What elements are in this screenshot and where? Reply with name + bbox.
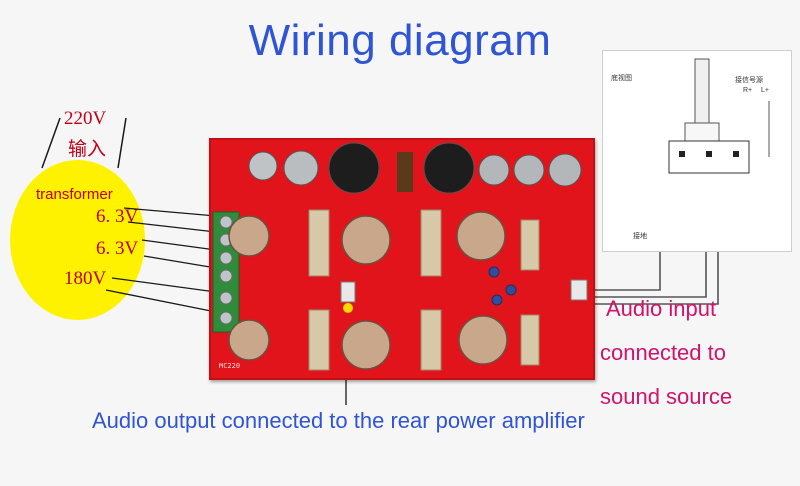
choke-inductor xyxy=(397,152,413,192)
pot-view-label: 底视图 xyxy=(611,75,632,82)
pot-ground-label: 接地 xyxy=(633,233,647,240)
diagram-title: Wiring diagram xyxy=(248,16,552,65)
output-marker-dot xyxy=(343,303,353,313)
output-connector xyxy=(340,281,356,303)
filter-capacitor-1 xyxy=(248,151,278,181)
heater-lead-1a xyxy=(123,207,217,217)
mains-lead-left xyxy=(41,117,61,169)
tap-label-2: 6. 3V xyxy=(96,238,139,259)
pot-pin-2 xyxy=(706,151,712,157)
terminal-screw-5 xyxy=(219,291,233,305)
audio-input-note-1: Audio input xyxy=(606,296,717,321)
terminal-screw-6 xyxy=(219,311,233,325)
power-resistor-5 xyxy=(520,219,540,271)
power-resistor-4 xyxy=(420,309,442,371)
pot-pin-1 xyxy=(679,151,685,157)
amplifier-pcb: MC220 xyxy=(209,138,595,380)
mains-lead-right xyxy=(117,117,127,169)
transformer-label: transformer xyxy=(36,186,113,203)
pot-signal-label: 接信号源 xyxy=(735,77,763,84)
filter-capacitor-5 xyxy=(548,153,582,187)
pot-pin-3 xyxy=(733,151,739,157)
main-capacitor-2 xyxy=(423,142,475,194)
small-capacitor-1 xyxy=(488,266,500,278)
power-resistor-2 xyxy=(420,209,442,277)
pot-left-pin: L+ xyxy=(761,87,769,94)
audio-output-note: Audio output connected to the rear power… xyxy=(92,408,585,433)
power-resistor-1 xyxy=(308,209,330,277)
mains-input-label: 输入 xyxy=(68,139,107,160)
audio-input-note-3: sound source xyxy=(600,384,733,409)
board-model-label: MC220 xyxy=(219,362,241,370)
filter-capacitor-4 xyxy=(513,154,545,186)
terminal-screw-3 xyxy=(219,251,233,265)
pot-right-pin: R+ xyxy=(743,87,753,94)
heater-lead-2b xyxy=(143,255,217,269)
power-resistor-3 xyxy=(308,309,330,371)
heater-lead-1b xyxy=(127,221,217,233)
vacuum-tube-1 xyxy=(228,215,270,257)
vacuum-tube-6 xyxy=(458,315,508,365)
power-resistor-6 xyxy=(520,314,540,366)
terminal-screw-4 xyxy=(219,269,233,283)
ht-lead-a xyxy=(111,277,217,293)
input-connector xyxy=(570,279,588,301)
tap-label-1: 6. 3V xyxy=(96,206,139,227)
vacuum-tube-2 xyxy=(341,215,391,265)
potentiometer-panel: 底视图 接信号源 R+ L+ 接地 xyxy=(602,50,792,252)
filter-capacitor-3 xyxy=(478,154,510,186)
tap-label-3: 180V xyxy=(64,268,107,289)
vacuum-tube-5 xyxy=(341,320,391,370)
potentiometer-drawing xyxy=(668,58,770,174)
main-capacitor-1 xyxy=(328,142,380,194)
ht-lead-b xyxy=(105,289,217,313)
pot-shaft xyxy=(694,58,710,130)
audio-input-note-2: connected to xyxy=(600,340,726,365)
pcb-components xyxy=(212,142,588,371)
mains-voltage-label: 220V xyxy=(64,108,107,129)
terminal-screw-1 xyxy=(219,215,233,229)
small-capacitor-3 xyxy=(491,294,503,306)
filter-capacitor-2 xyxy=(283,150,319,186)
heater-lead-2a xyxy=(141,239,217,251)
vacuum-tube-3 xyxy=(456,211,506,261)
vacuum-tube-4 xyxy=(228,319,270,361)
small-capacitor-2 xyxy=(505,284,517,296)
pot-bushing xyxy=(684,122,720,142)
